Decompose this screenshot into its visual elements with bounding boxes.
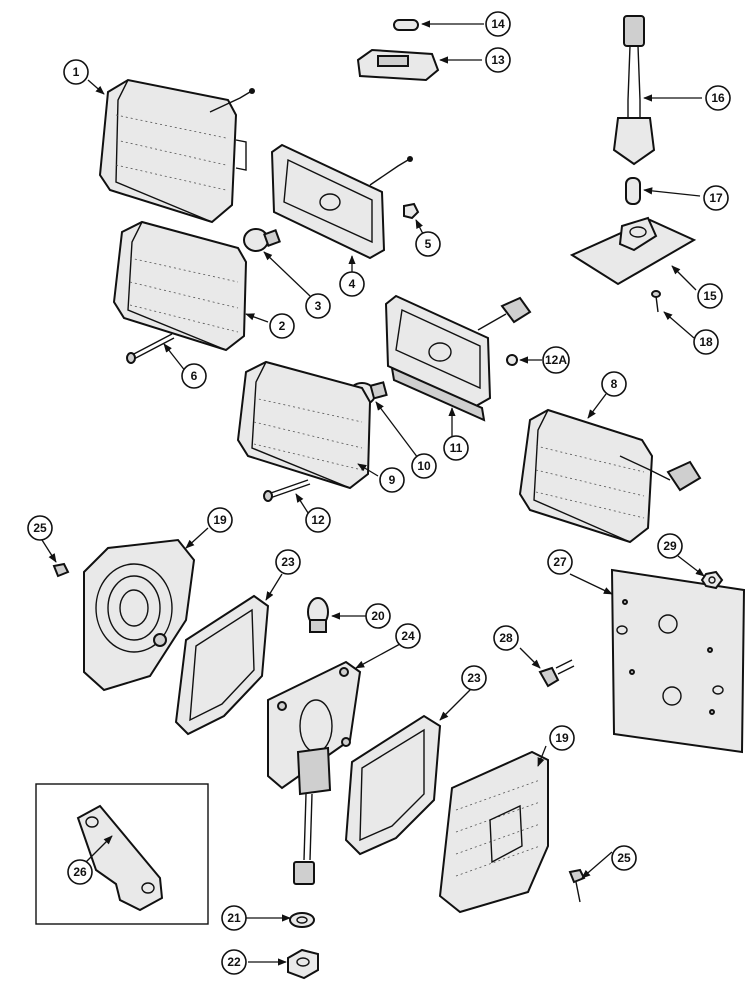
callout-23a: 23 — [275, 549, 301, 575]
callout-21-text: 21 — [227, 911, 241, 925]
callout-27-text: 27 — [553, 555, 567, 569]
callout-24: 24 — [395, 623, 421, 649]
nut-part-22 — [287, 948, 319, 980]
callout-28-text: 28 — [499, 631, 513, 645]
bolt-part-28 — [538, 659, 575, 688]
callout-6-text: 6 — [191, 369, 198, 383]
callout-27: 27 — [547, 549, 573, 575]
callout-25b: 25 — [611, 845, 637, 871]
screw-part-6 — [126, 333, 175, 364]
washer-part-21 — [289, 912, 315, 928]
screw-part-25b — [568, 868, 586, 903]
gasket-part-11 — [384, 294, 532, 422]
callout-20-text: 20 — [371, 609, 385, 623]
socket-part-13 — [356, 48, 440, 82]
bulb-part-3 — [243, 228, 281, 252]
callout-18-text: 18 — [699, 335, 713, 349]
callout-11: 11 — [443, 435, 469, 461]
callout-4: 4 — [339, 271, 365, 297]
callout-19b: 19 — [549, 725, 575, 751]
leader-lines — [41, 20, 705, 966]
housing-part-19a — [83, 538, 196, 692]
callout-16-text: 16 — [711, 91, 725, 105]
callout-2: 2 — [269, 313, 295, 339]
screw-part-25a — [52, 562, 70, 578]
plate-part-27 — [610, 568, 746, 754]
gasket-part-23a — [174, 594, 270, 736]
callout-21: 21 — [221, 905, 247, 931]
lamp-part-2 — [112, 220, 248, 352]
callout-18: 18 — [693, 329, 719, 355]
callout-22-text: 22 — [227, 955, 241, 969]
plate-part-15 — [569, 216, 697, 286]
callout-8-text: 8 — [611, 377, 618, 391]
callout-25b-text: 25 — [617, 851, 631, 865]
callout-15: 15 — [697, 283, 723, 309]
callout-6: 6 — [181, 363, 207, 389]
callout-25a: 25 — [27, 515, 53, 541]
gasket-part-4 — [270, 143, 413, 260]
inset-box — [35, 783, 209, 925]
callout-8: 8 — [601, 371, 627, 397]
callout-10-text: 10 — [417, 459, 431, 473]
callout-13-text: 13 — [491, 53, 505, 67]
callout-14-text: 14 — [491, 17, 505, 31]
nut-part-29 — [700, 570, 724, 590]
callout-10: 10 — [411, 453, 437, 479]
callout-28: 28 — [493, 625, 519, 651]
callout-29-text: 29 — [663, 539, 677, 553]
harness-part-16 — [612, 15, 656, 166]
callout-22: 22 — [221, 949, 247, 975]
callout-12a: 12A — [542, 346, 570, 374]
callout-29: 29 — [657, 533, 683, 559]
callout-23a-text: 23 — [281, 555, 295, 569]
callout-23b-text: 23 — [467, 671, 481, 685]
callout-14: 14 — [485, 11, 511, 37]
callout-5: 5 — [415, 231, 441, 257]
callout-13: 13 — [485, 47, 511, 73]
callout-20: 20 — [365, 603, 391, 629]
callout-19a: 19 — [207, 507, 233, 533]
callout-26-text: 26 — [73, 865, 87, 879]
lamp-part-8 — [518, 408, 702, 544]
callout-2-text: 2 — [279, 319, 286, 333]
callout-5-text: 5 — [425, 237, 432, 251]
callout-26: 26 — [67, 859, 93, 885]
callout-19b-text: 19 — [555, 731, 569, 745]
callout-17: 17 — [703, 185, 729, 211]
bulb-part-14 — [393, 19, 419, 31]
callout-1-text: 1 — [73, 65, 80, 79]
callout-3-text: 3 — [315, 299, 322, 313]
nut-part-5 — [403, 202, 420, 220]
nut-part-12a — [506, 354, 518, 366]
callout-12-text: 12 — [311, 513, 325, 527]
bulb-part-20 — [307, 597, 329, 633]
callout-12: 12 — [305, 507, 331, 533]
callout-25a-text: 25 — [33, 521, 47, 535]
callout-1: 1 — [63, 59, 89, 85]
bulb-part-17 — [625, 177, 641, 205]
callout-11-text: 11 — [450, 441, 463, 455]
screw-part-12 — [263, 479, 311, 502]
reflector-part-24 — [267, 660, 362, 885]
callout-9-text: 9 — [389, 473, 396, 487]
callout-16: 16 — [705, 85, 731, 111]
callout-9: 9 — [379, 467, 405, 493]
callout-3: 3 — [305, 293, 331, 319]
gasket-part-23b — [344, 714, 442, 856]
housing-part-19b — [438, 750, 549, 914]
callout-4-text: 4 — [349, 277, 356, 291]
lamp-part-1 — [98, 78, 255, 224]
callout-12a-text: 12A — [545, 353, 567, 367]
callout-23b: 23 — [461, 665, 487, 691]
callout-17-text: 17 — [709, 191, 723, 205]
callout-19a-text: 19 — [213, 513, 227, 527]
lamp-part-9 — [236, 360, 372, 490]
callout-15-text: 15 — [703, 289, 717, 303]
callout-24-text: 24 — [401, 629, 415, 643]
screw-part-18 — [651, 290, 661, 313]
